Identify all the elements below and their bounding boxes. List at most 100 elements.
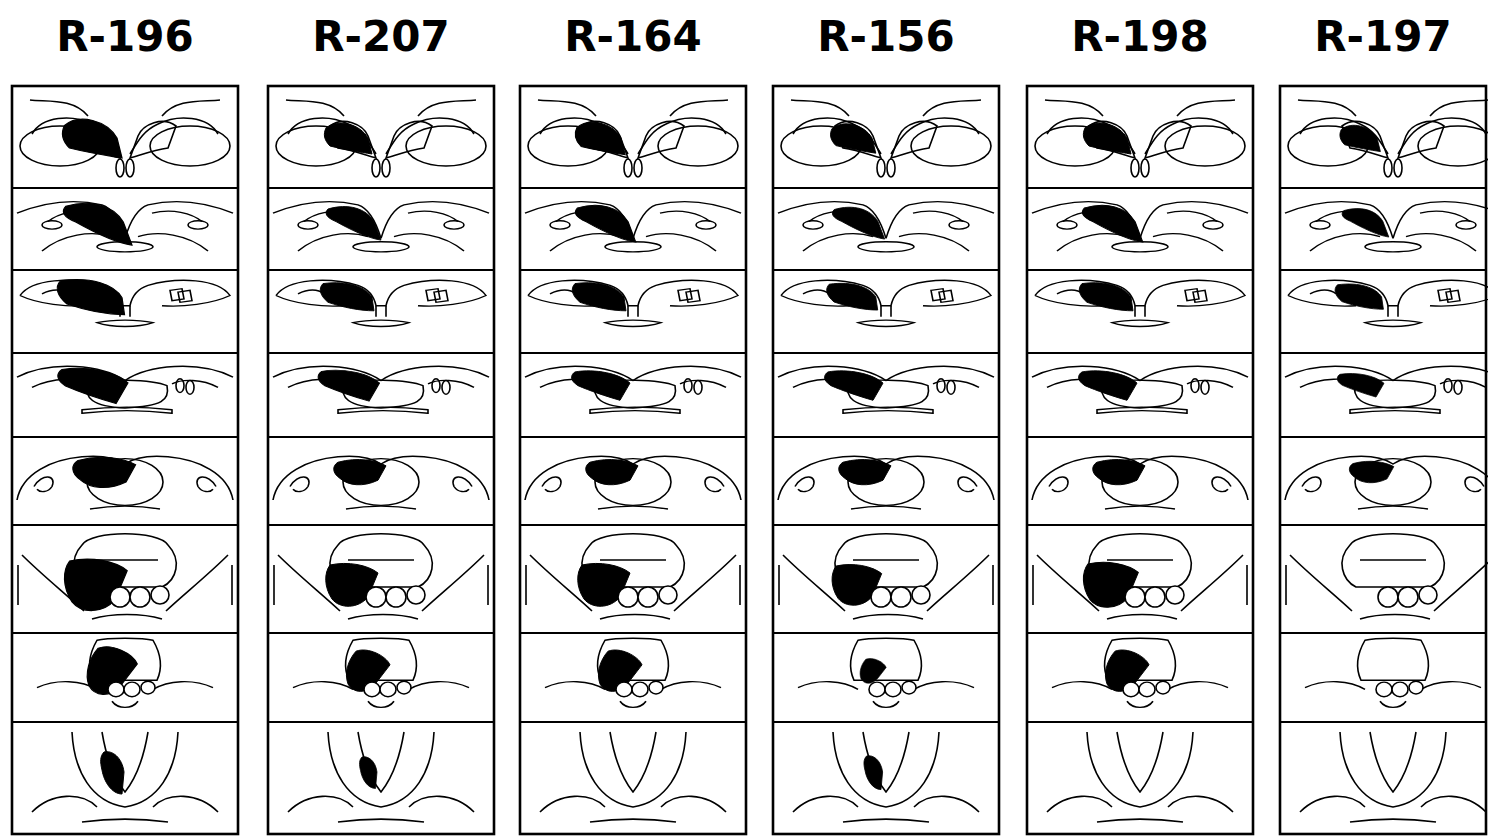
section-outline bbox=[927, 555, 989, 611]
section-outline bbox=[1298, 100, 1356, 116]
row-divider bbox=[268, 524, 494, 526]
section-outline bbox=[1290, 555, 1352, 611]
section-outline bbox=[542, 477, 561, 492]
section-structure bbox=[141, 681, 155, 694]
section-structure bbox=[186, 381, 194, 395]
section-outline bbox=[298, 234, 368, 251]
section-outline bbox=[276, 280, 486, 306]
brain-section bbox=[1027, 437, 1253, 509]
brain-section bbox=[12, 188, 238, 252]
row-divider bbox=[520, 269, 746, 271]
section-outline bbox=[338, 407, 428, 413]
section-outline bbox=[409, 682, 469, 690]
section-outline bbox=[1097, 407, 1187, 413]
section-outline bbox=[778, 366, 994, 380]
section-structure bbox=[1394, 159, 1402, 177]
section-outline bbox=[1300, 118, 1388, 154]
section-structure bbox=[124, 682, 140, 697]
section-outline bbox=[453, 477, 472, 492]
lesion-area bbox=[58, 368, 128, 403]
section-outline bbox=[620, 701, 646, 707]
section-outline bbox=[598, 506, 668, 509]
brain-section bbox=[1280, 525, 1488, 619]
section-outline bbox=[1105, 638, 1176, 680]
brain-section bbox=[12, 437, 238, 509]
section-structure bbox=[87, 459, 163, 506]
section-outline bbox=[358, 732, 404, 792]
section-structure bbox=[1035, 126, 1115, 166]
brain-section bbox=[268, 633, 494, 707]
row-divider bbox=[12, 524, 238, 526]
section-structure bbox=[605, 242, 661, 252]
section-outline bbox=[680, 380, 726, 387]
section-structure bbox=[1310, 221, 1330, 229]
section-structure bbox=[658, 126, 738, 166]
section-structure bbox=[1131, 159, 1139, 177]
brain-section bbox=[1027, 188, 1253, 252]
brain-section bbox=[1027, 633, 1253, 707]
section-structure bbox=[550, 221, 570, 229]
section-outline bbox=[913, 211, 963, 221]
section-outline bbox=[550, 290, 576, 294]
section-structure bbox=[1191, 379, 1199, 393]
section-structure bbox=[397, 681, 411, 694]
lesion-area bbox=[860, 658, 886, 683]
section-outline bbox=[1089, 534, 1191, 587]
section-outline bbox=[1438, 289, 1452, 301]
section-column bbox=[268, 86, 494, 834]
section-structure bbox=[42, 221, 62, 229]
row-divider bbox=[268, 269, 494, 271]
section-outline bbox=[1177, 100, 1235, 116]
brain-section bbox=[12, 722, 238, 822]
section-outline bbox=[273, 202, 489, 239]
lesion-area bbox=[63, 203, 132, 245]
section-outline bbox=[803, 234, 873, 251]
section-structure bbox=[949, 221, 969, 229]
row-divider bbox=[1280, 524, 1486, 526]
section-outline bbox=[273, 366, 489, 380]
section-outline bbox=[530, 555, 592, 611]
section-outline bbox=[32, 379, 92, 387]
section-structure bbox=[1456, 221, 1476, 229]
section-outline bbox=[1168, 682, 1228, 690]
section-outline bbox=[1063, 211, 1113, 221]
row-divider bbox=[268, 352, 494, 354]
section-outline bbox=[851, 506, 921, 509]
brain-section bbox=[1280, 722, 1486, 822]
section-structure bbox=[432, 379, 440, 393]
section-structure bbox=[1419, 586, 1437, 604]
section-structure bbox=[1201, 381, 1209, 395]
section-outline bbox=[197, 477, 216, 492]
section-outline bbox=[923, 100, 981, 116]
section-outline bbox=[1370, 732, 1416, 792]
section-outline bbox=[1127, 701, 1153, 707]
section-outline bbox=[273, 456, 489, 500]
section-outline bbox=[1302, 477, 1321, 492]
section-outline bbox=[528, 280, 738, 306]
section-outline bbox=[1288, 296, 1356, 307]
section-outline bbox=[112, 701, 138, 707]
section-outline bbox=[130, 118, 218, 154]
section-outline bbox=[418, 100, 476, 116]
section-structure bbox=[1288, 126, 1368, 166]
section-outline bbox=[1350, 407, 1440, 413]
brain-section bbox=[773, 188, 999, 252]
section-outline bbox=[288, 118, 376, 154]
section-outline bbox=[288, 379, 348, 387]
section-structure bbox=[632, 682, 648, 697]
section-outline bbox=[1388, 306, 1398, 317]
row-divider bbox=[1027, 187, 1253, 189]
column-frame bbox=[520, 86, 746, 834]
section-outline bbox=[1316, 211, 1366, 221]
row-divider bbox=[520, 524, 746, 526]
section-outline bbox=[293, 682, 353, 690]
section-outline bbox=[42, 234, 112, 251]
brain-section bbox=[12, 633, 238, 707]
section-structure bbox=[887, 159, 895, 177]
section-outline bbox=[1406, 234, 1476, 251]
section-outline bbox=[1300, 796, 1365, 812]
section-outline bbox=[778, 202, 994, 239]
section-outline bbox=[1310, 234, 1380, 251]
section-outline bbox=[638, 118, 726, 154]
